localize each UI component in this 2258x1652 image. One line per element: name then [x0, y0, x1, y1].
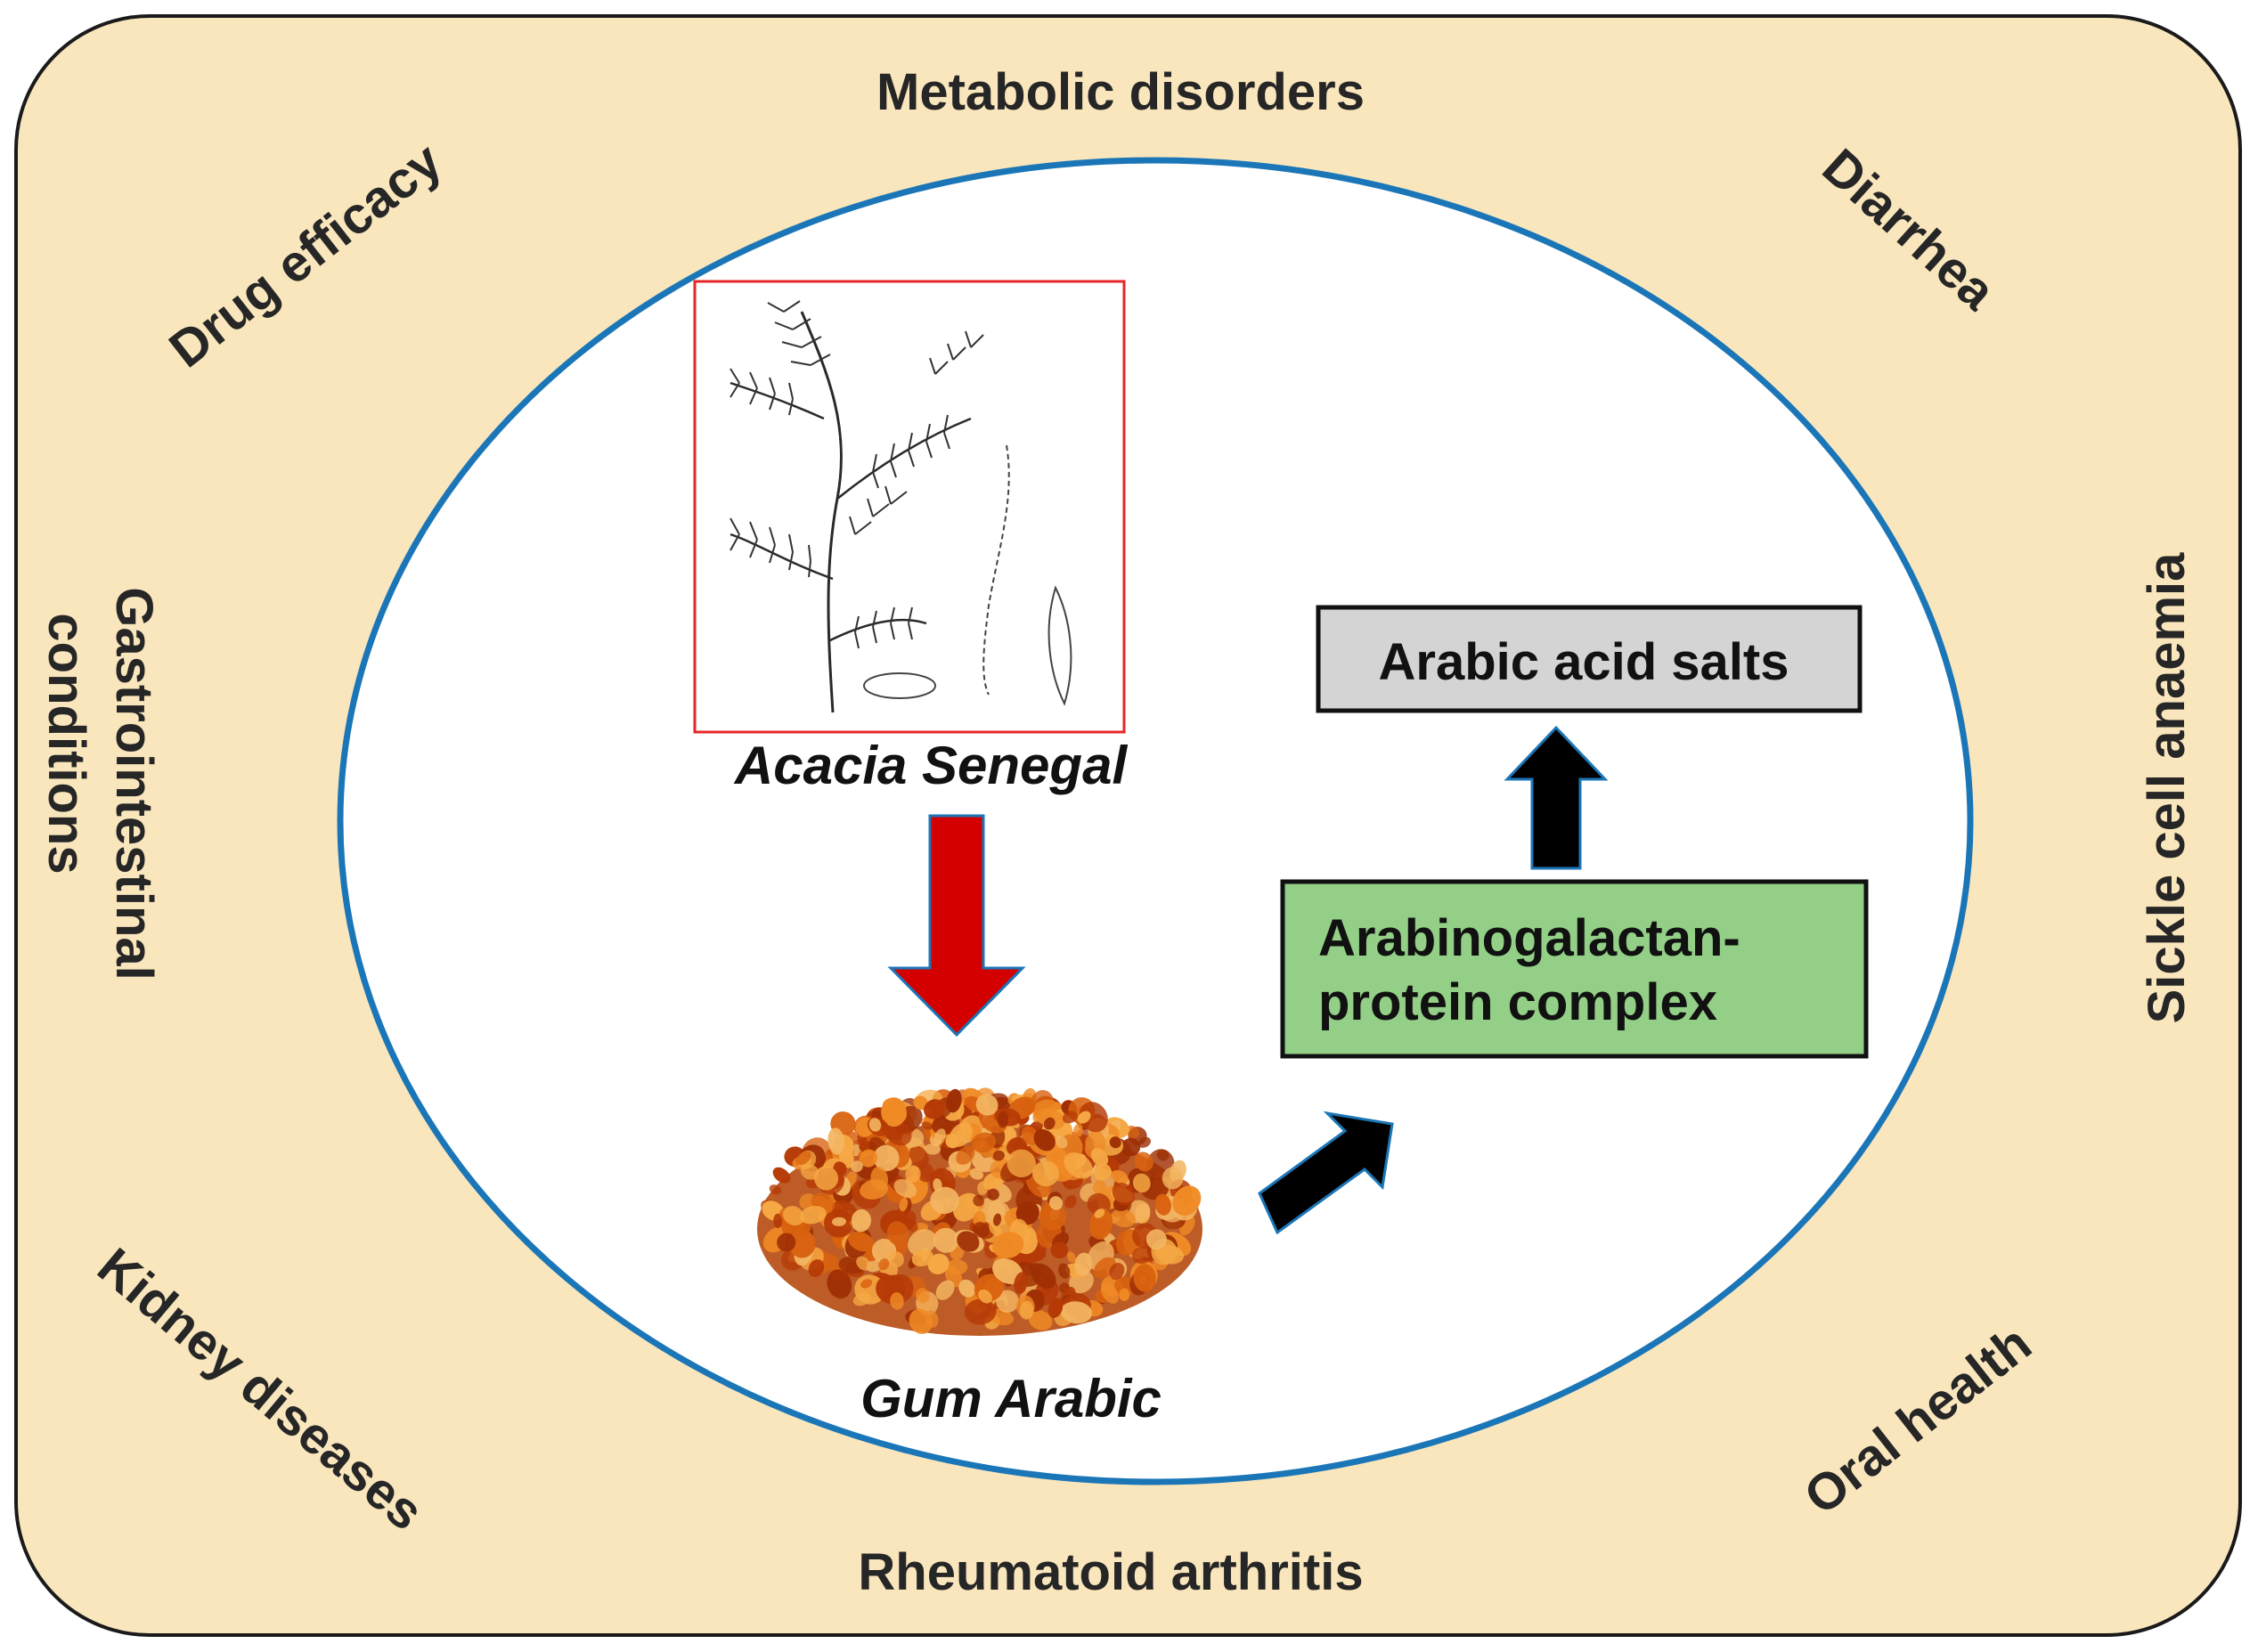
complex-box: [1280, 879, 1869, 1059]
salts-box: [1316, 605, 1863, 713]
diagonal-arrow: [1258, 1111, 1394, 1235]
label-conditions: conditions: [37, 613, 95, 874]
label-arabic-acid-salts: Arabic acid salts: [1379, 633, 1789, 691]
label-gum-arabic: Gum Arabic: [860, 1369, 1162, 1428]
label-metabolic-disorders: Metabolic disorders: [876, 63, 1365, 121]
red-down-arrow: [887, 814, 1026, 1038]
label-rheumatoid-arthritis: Rheumatoid arthritis: [858, 1543, 1363, 1601]
acacia-plant-icon: [693, 280, 1126, 734]
label-complex-line2: protein complex: [1318, 973, 1717, 1031]
label-sickle-cell-anaemia: Sickle cell anaemia: [2138, 552, 2196, 1024]
label-gastrointestinal: Gastrointestinal: [105, 587, 163, 981]
gum-arabic-resin-icon: [757, 1087, 1202, 1336]
label-acacia-senegal: Acacia Senegal: [733, 736, 1129, 795]
label-complex-line1: Arabinogalactan-: [1318, 909, 1740, 967]
up-arrow: [1504, 725, 1609, 870]
